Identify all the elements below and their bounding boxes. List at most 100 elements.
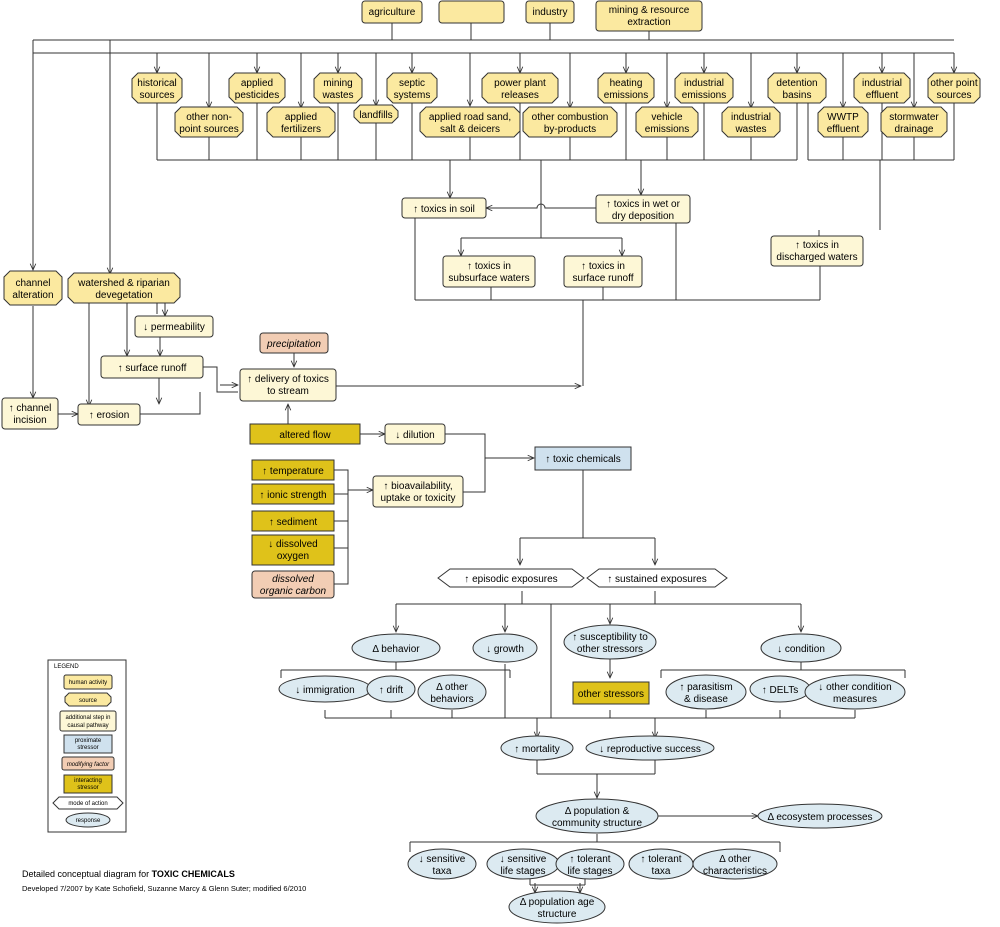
- legend-label: causal pathway: [67, 723, 108, 729]
- node-label: ↑ channel: [9, 403, 52, 414]
- node-label: historical: [137, 78, 176, 89]
- node-label: ↓ sensitive: [419, 854, 466, 865]
- node-label: ↑ bioavailability,: [383, 481, 452, 492]
- legend-label: additional step in: [65, 715, 110, 721]
- response-nodes: Δ behavior↓ growth↑ susceptibility tooth…: [278, 624, 906, 924]
- node-label: ↑ DELTs: [762, 685, 799, 696]
- node-label: devegetation: [95, 290, 152, 301]
- node-label: salt & deicers: [440, 124, 500, 135]
- node-toxics-runoff: ↑ toxics in surface runoff: [563, 255, 643, 288]
- node-label: life stages: [567, 866, 612, 877]
- node-label: ↓ reproductive success: [599, 744, 701, 755]
- node-label: industrial: [684, 78, 724, 89]
- node-label: ↓ sensitive: [500, 854, 547, 865]
- node-label: Δ population age: [520, 897, 595, 908]
- node-surface-runoff: ↑ surface runoff: [100, 355, 204, 379]
- node-label: dry deposition: [612, 211, 674, 222]
- node-label: uptake or toxicity: [380, 493, 455, 504]
- node-label: other point: [930, 78, 977, 89]
- node-sediment: ↑ sediment: [251, 510, 335, 532]
- node-label: applied: [285, 112, 317, 123]
- node-label: ↓ permeability: [143, 322, 205, 333]
- node-label: incision: [13, 415, 46, 426]
- response-condition: ↓ condition: [760, 633, 842, 663]
- legend: LEGEND human activity source additional …: [47, 659, 127, 833]
- node-label: emissions: [682, 90, 726, 101]
- footer: Detailed conceptual diagram for TOXIC CH…: [22, 869, 306, 893]
- response-drift: ↑ drift: [366, 675, 416, 703]
- node-label: ↑ sustained exposures: [607, 574, 707, 585]
- legend-swatch-response: [65, 812, 111, 828]
- response-immigration: ↓ immigration: [278, 675, 372, 703]
- node-toxics-discharged: ↑ toxics in discharged waters: [770, 235, 864, 267]
- node-label: ↑ toxics in soil: [413, 204, 475, 215]
- node-label: sources: [139, 90, 174, 101]
- legend-label: mode of action: [68, 801, 107, 807]
- node-toxics-subsurface: ↑ toxics in subsurface waters: [442, 255, 536, 288]
- node-label: ↑ toxics in: [467, 261, 511, 272]
- node-label: wastes: [321, 90, 353, 101]
- response-behavior: Δ behavior: [351, 633, 441, 663]
- node-label: community structure: [552, 818, 642, 829]
- node-label: systems: [394, 90, 431, 101]
- node-label: ↑ toxics in: [581, 261, 625, 272]
- node-toxic-chemicals: ↑ toxic chemicals: [534, 446, 632, 471]
- node-label: precipitation: [266, 339, 321, 350]
- node-label: Δ other: [436, 682, 468, 693]
- response-parasitism: ↑ parasitism& disease: [665, 674, 747, 710]
- node-label: ↑ toxic chemicals: [545, 454, 621, 465]
- node-label: altered flow: [279, 430, 331, 441]
- node-label: structure: [538, 909, 577, 920]
- node-label: organic carbon: [260, 586, 327, 597]
- node-mining-extraction: mining & resource extraction: [595, 0, 703, 32]
- legend-swatch-source: [64, 692, 112, 707]
- source-road-sand: applied road sand,salt & deicers: [419, 106, 521, 138]
- node-label: applied: [241, 78, 273, 89]
- node-label: vehicle: [651, 112, 683, 123]
- node-label: ↑ surface runoff: [118, 363, 187, 374]
- node-label: stormwater: [889, 112, 939, 123]
- node-ionic-strength: ↑ ionic strength: [251, 483, 335, 505]
- node-label: drainage: [895, 124, 934, 135]
- node-toxics-deposition: ↑ toxics in wet or dry deposition: [595, 194, 691, 224]
- node-label: point sources: [179, 124, 238, 135]
- node-label: ↓ dissolved: [268, 539, 317, 550]
- node-label: to stream: [267, 386, 309, 397]
- source-other-nonpoint: other non-point sources: [174, 106, 244, 138]
- response-reproductive: ↓ reproductive success: [585, 735, 715, 761]
- node-label: ↑ susceptibility to: [572, 632, 648, 643]
- node-label: power plant: [494, 78, 546, 89]
- node-label: channel: [15, 278, 50, 289]
- node-label: life stages: [500, 866, 545, 877]
- node-label: alteration: [12, 290, 53, 301]
- node-unlabeled-activity: [438, 0, 505, 24]
- node-label: measures: [833, 694, 877, 705]
- node-label: ↑ parasitism: [679, 682, 732, 693]
- node-label: septic: [399, 78, 425, 89]
- node-label: basins: [783, 90, 812, 101]
- node-label: mining & resource: [609, 5, 690, 16]
- node-label: effluent: [866, 90, 899, 101]
- node-label: other stressors: [578, 689, 644, 700]
- node-label: detention: [776, 78, 817, 89]
- node-label: ↑ drift: [379, 685, 404, 696]
- node-label: behaviors: [430, 694, 473, 705]
- node-label: Δ ecosystem processes: [767, 812, 872, 823]
- legend-swatch-proximate: [63, 734, 113, 754]
- node-agriculture: agriculture: [361, 0, 423, 24]
